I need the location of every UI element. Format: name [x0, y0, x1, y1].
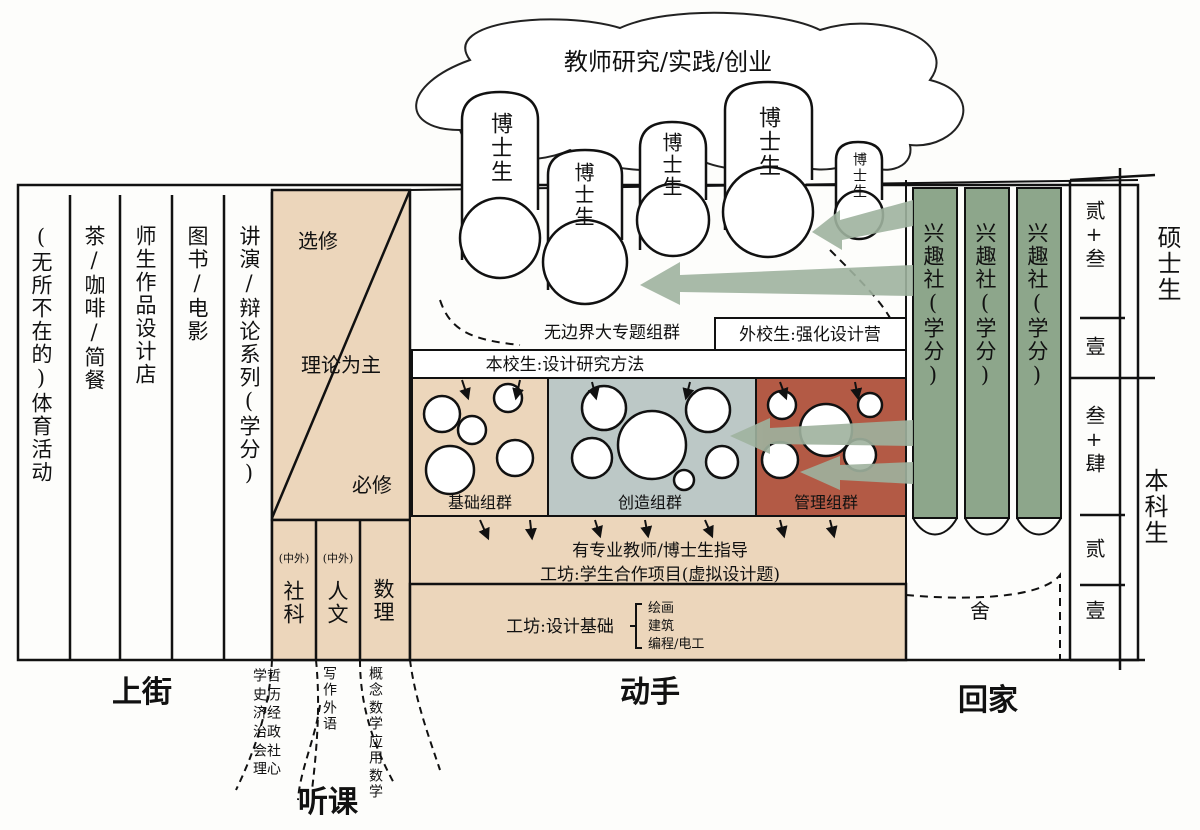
- own-school-bar: [411, 349, 907, 379]
- other-school-box: [714, 317, 907, 351]
- theory-elective: 选修: [298, 229, 338, 253]
- workshop-basic-row: [408, 582, 908, 662]
- workshop-item-architecture: 建筑: [648, 618, 674, 634]
- root-social-3: 经济: [251, 705, 281, 722]
- theory-required: 必修: [352, 473, 392, 497]
- root-social-1: 哲学: [251, 668, 281, 684]
- phd-label-4: 博士生: [755, 106, 780, 178]
- small-arrows: [459, 379, 863, 541]
- interest-clubs: [912, 187, 1062, 536]
- group-label-creative: 创造组群: [618, 493, 682, 512]
- workshop-item-drawing: 绘画: [648, 601, 674, 616]
- phd-label-2: 博士生: [571, 162, 595, 228]
- left-col-lectures: 讲演/辩论系列(学分): [237, 225, 261, 487]
- interest-club-1: 兴趣社(学分): [921, 222, 945, 389]
- root-social-5: 社会: [251, 742, 281, 759]
- root-math-1: 概念: [367, 666, 383, 698]
- group-label-management: 管理组群: [794, 493, 858, 512]
- year-mark-1: 贰+叁: [1082, 200, 1106, 270]
- root-social-6: 心理: [251, 761, 281, 778]
- phd-label-5: 博士生: [851, 152, 867, 200]
- lecture-humanities: 人文: [325, 580, 349, 626]
- left-col-tea: 茶/咖啡/简餐: [82, 225, 106, 392]
- cloud-title: 教师研究/实践/创业: [564, 48, 772, 76]
- lecture-note-humanities: (中外): [323, 552, 354, 565]
- phd-cylinders: [458, 80, 885, 306]
- root-humanities: 写作 外语: [321, 666, 337, 732]
- lecture-note-social: (中外): [279, 552, 310, 565]
- lecture-social: 社科: [281, 580, 305, 626]
- phd-label-3: 博士生: [659, 132, 683, 198]
- year-mark-5: 壹: [1082, 600, 1106, 622]
- interest-club-3: 兴趣社(学分): [1025, 222, 1049, 389]
- phd-label-1: 博士生: [487, 112, 512, 184]
- other-school-label: 外校生:强化设计营: [739, 325, 881, 345]
- lecture-block: [270, 518, 412, 662]
- workshop-bracket: [630, 603, 642, 649]
- root-math-2: 数学: [367, 700, 383, 732]
- side-label-master: 硕士生: [1153, 225, 1181, 303]
- root-math-3: 应用: [367, 734, 383, 766]
- guidance-label: 有专业教师/博士生指导: [572, 541, 748, 561]
- side-label-bachelor: 本科生: [1140, 468, 1168, 546]
- own-school-label: 本校生:设计研究方法: [486, 355, 645, 375]
- group-label-basic: 基础组群: [448, 493, 512, 512]
- label-hands: 动手: [620, 675, 680, 710]
- root-math-4: 数学: [367, 768, 383, 800]
- lecture-math: 数理: [371, 578, 395, 624]
- root-humanities-2: 外语: [321, 700, 337, 732]
- label-street: 上街: [112, 675, 172, 710]
- label-home: 回家: [958, 683, 1018, 718]
- root-social-4: 政治: [251, 724, 281, 741]
- dorm-area: [905, 572, 1061, 661]
- workshop-project-label: 工坊:学生合作项目(虚拟设计题): [540, 565, 780, 585]
- theory-main: 理论为主: [301, 353, 381, 377]
- label-listen: 听课: [298, 785, 359, 820]
- green-arrows: [640, 200, 913, 490]
- left-col-shop: 师生作品设计店: [133, 225, 157, 386]
- topic-group-label: 无边界大专题组群: [544, 323, 680, 343]
- root-social: 哲学 历史 经济 政治 社会 心理: [251, 668, 281, 778]
- year-mark-4: 贰: [1082, 538, 1106, 560]
- root-humanities-1: 写作: [321, 666, 337, 698]
- year-scale: [1068, 168, 1156, 670]
- interest-club-2: 兴趣社(学分): [973, 222, 997, 389]
- left-col-books: 图书/电影: [185, 225, 209, 343]
- left-col-sports: (无所不在的)体育活动: [29, 225, 53, 484]
- year-mark-2: 壹: [1082, 336, 1106, 358]
- topic-group-dashes: [439, 249, 891, 346]
- root-social-2: 历史: [251, 686, 281, 703]
- year-mark-3: 叁+肆: [1082, 405, 1106, 475]
- workshop-basic-label: 工坊:设计基础: [506, 617, 614, 637]
- root-math: 概念 数学 应用 数学: [367, 666, 383, 800]
- lecture-roots: [235, 659, 441, 801]
- dorm-label: 舍: [970, 599, 990, 623]
- workshop-item-coding: 编程/电工: [648, 637, 704, 652]
